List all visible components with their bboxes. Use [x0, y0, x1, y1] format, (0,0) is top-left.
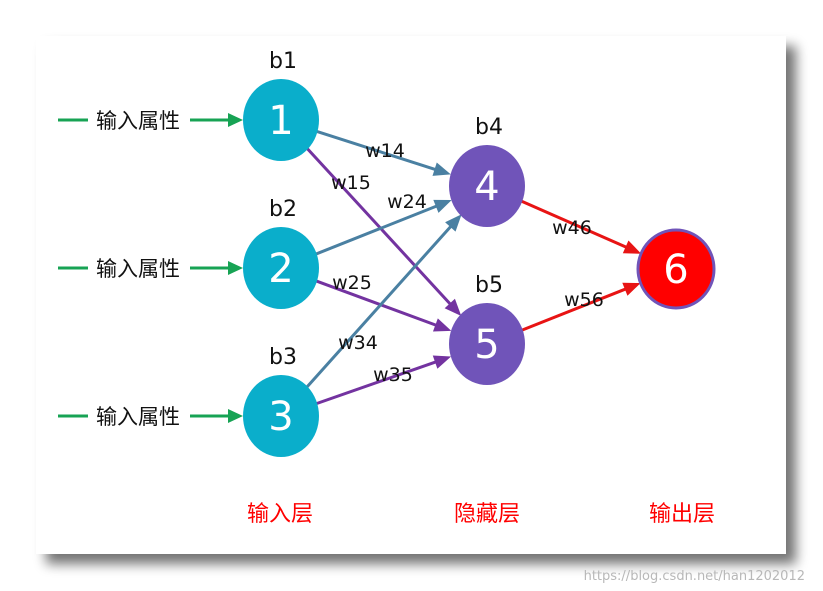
input-arrowhead-1 [228, 113, 243, 127]
node-1 [243, 79, 319, 161]
watermark: https://blog.csdn.net/han1202012 [584, 569, 805, 584]
edge-w24 [313, 203, 440, 257]
edge-w15 [304, 145, 453, 307]
edge-w34-arrowhead [445, 214, 462, 232]
edges-layer [303, 129, 642, 406]
node-label-3: 3 [268, 394, 293, 440]
bias-label-b4: b4 [475, 115, 503, 140]
edge-w56-arrowhead [622, 282, 641, 296]
input-arrowhead-3 [228, 409, 243, 423]
node-label-2: 2 [268, 246, 293, 292]
node-6 [636, 228, 716, 310]
edge-label-w15: w15 [331, 172, 371, 194]
edge-w24-arrowhead [433, 199, 452, 213]
edge-labels-layer: w14 w15 w24 w25 w34 w35 w46 w56 [331, 140, 604, 386]
nodes-layer: 1 b1 2 b2 3 b3 4 b4 5 b5 6 [243, 49, 716, 457]
edge-label-w46: w46 [552, 217, 592, 239]
edge-w25-arrowhead [432, 318, 452, 332]
edge-label-w35: w35 [373, 364, 413, 386]
bias-label-b2: b2 [269, 197, 297, 222]
edge-w56 [519, 286, 629, 333]
edge-w14 [314, 129, 438, 172]
input-label-2: 输入属性 [96, 257, 180, 281]
edge-label-w34: w34 [338, 332, 378, 354]
layer-label-input: 输入层 [247, 502, 313, 527]
edge-label-w25: w25 [332, 272, 372, 294]
edge-label-w14: w14 [365, 140, 405, 162]
node-label-1: 1 [268, 98, 293, 144]
edge-w14-arrowhead [432, 162, 451, 176]
bias-label-b1: b1 [269, 49, 297, 74]
bias-label-b5: b5 [475, 273, 503, 298]
edge-w46 [519, 199, 629, 250]
edge-w35-arrowhead [432, 355, 452, 369]
input-label-3: 输入属性 [96, 405, 180, 429]
edge-w15-arrowhead [444, 298, 462, 317]
layer-label-hidden: 隐藏层 [454, 502, 520, 527]
node-4 [449, 145, 525, 227]
bias-label-b3: b3 [269, 345, 297, 370]
edge-label-w56: w56 [564, 289, 604, 311]
edge-label-w24: w24 [387, 191, 427, 213]
node-label-6: 6 [663, 247, 688, 293]
edge-w35 [314, 359, 439, 406]
input-label-1: 输入属性 [96, 109, 180, 133]
edge-w34 [303, 223, 454, 391]
node-label-5: 5 [474, 322, 499, 368]
layer-label-output: 输出层 [649, 502, 715, 527]
node-label-4: 4 [474, 164, 499, 210]
node-5 [449, 303, 525, 385]
node-3 [243, 375, 319, 457]
edge-w25 [314, 279, 439, 328]
node-2 [243, 227, 319, 309]
input-arrowhead-2 [228, 261, 243, 275]
edge-w46-arrowhead [622, 240, 642, 254]
